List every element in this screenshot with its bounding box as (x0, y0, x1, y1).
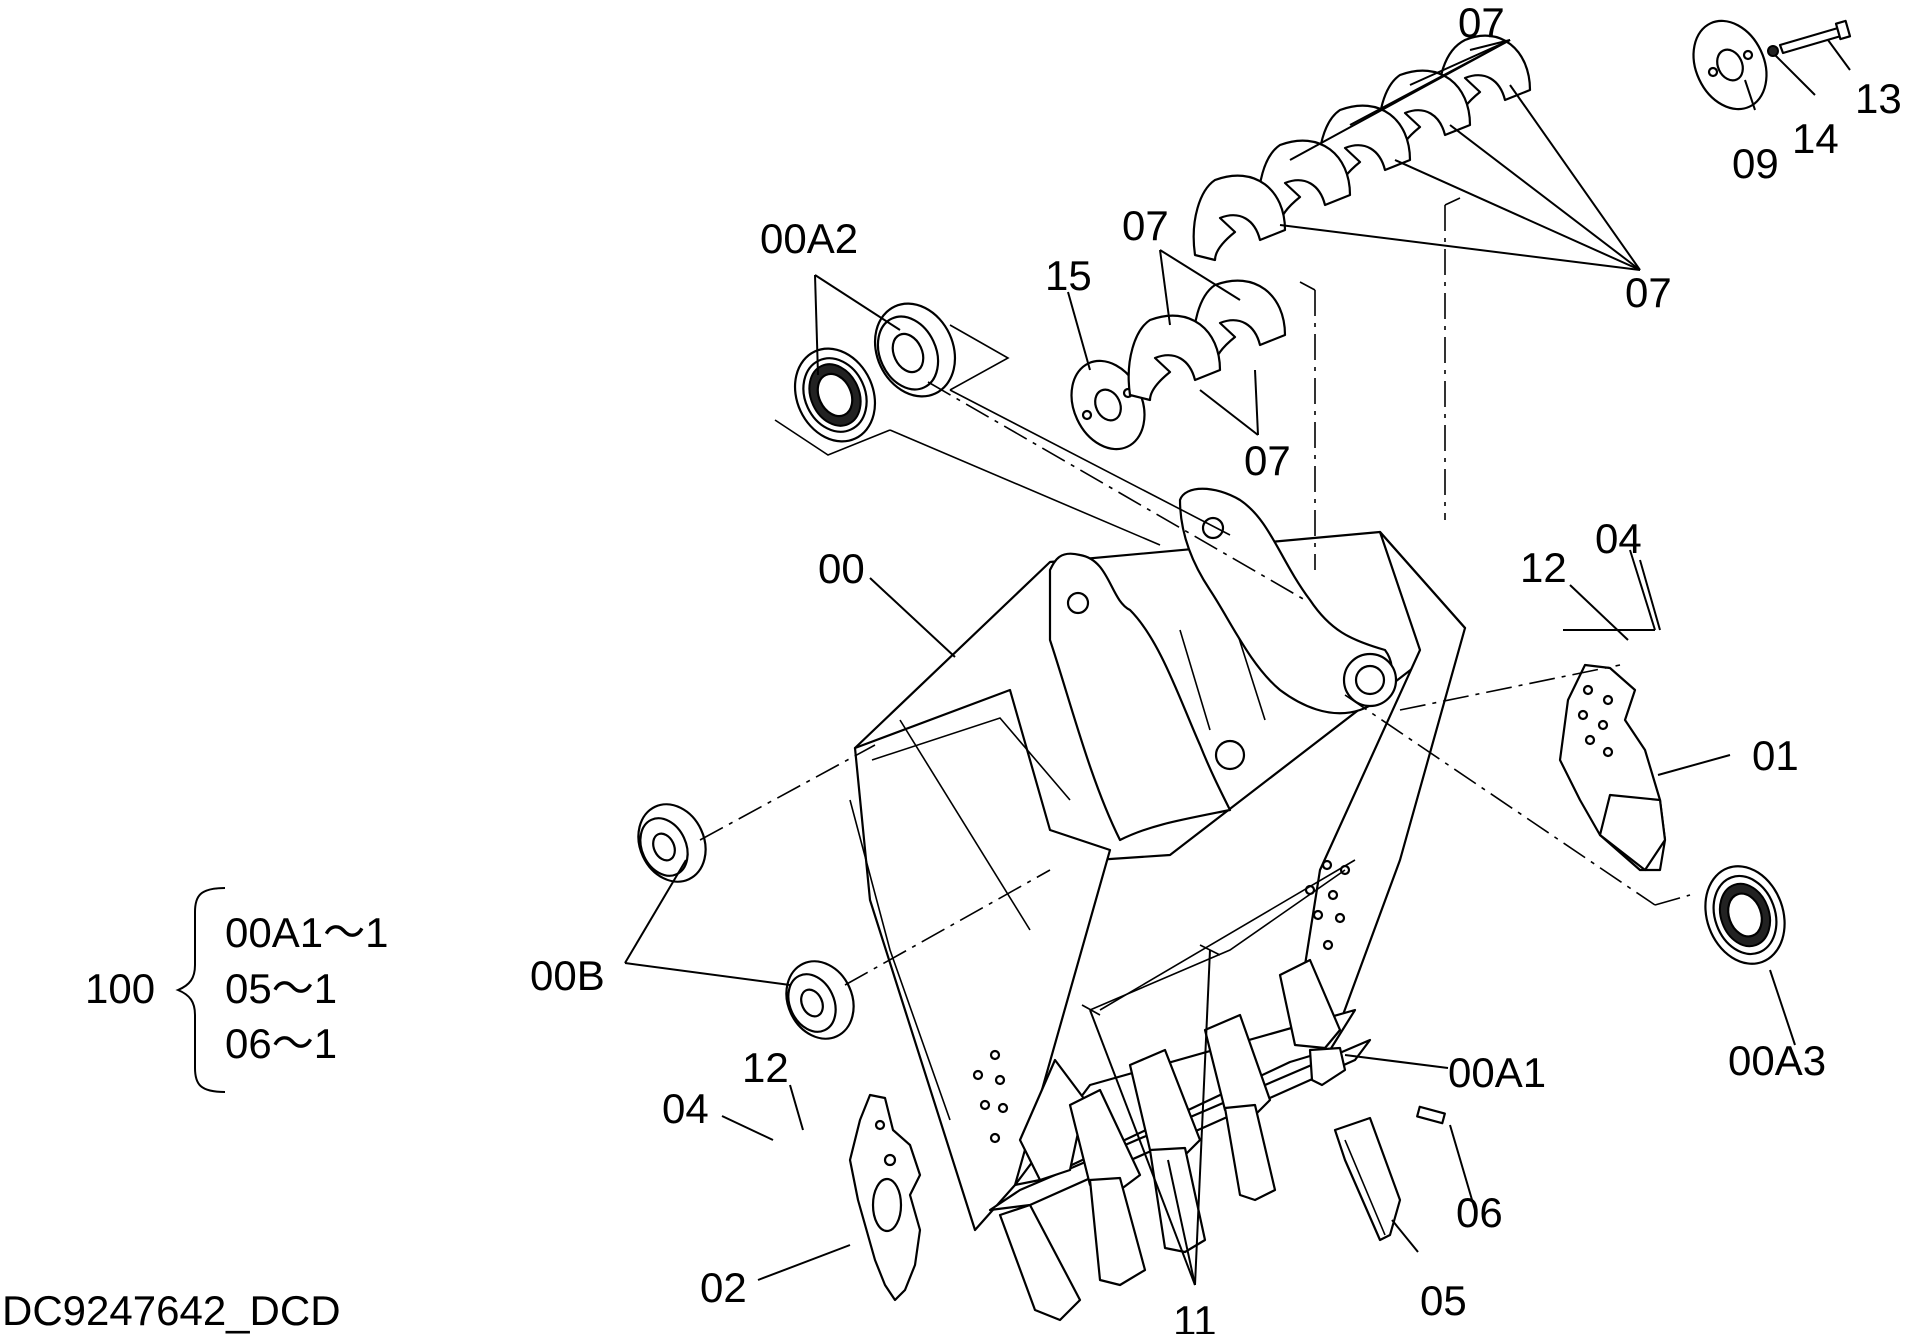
label-07-mid: 07 (1122, 202, 1169, 249)
label-11: 11 (1173, 1297, 1217, 1334)
tooth-1 (998, 1058, 1087, 1322)
assembly-item-1: 00A1～1 (225, 909, 388, 956)
label-00B: 00B (530, 952, 605, 999)
label-14: 14 (1792, 115, 1839, 162)
label-09: 09 (1732, 140, 1779, 187)
shims-07-upper (1192, 34, 1532, 262)
side-cutter-02 (848, 1093, 922, 1302)
washer-14 (1767, 45, 1779, 57)
tooth-5 (1278, 958, 1347, 1087)
assembly-brace (175, 887, 226, 1093)
part-labels: 00 01 02 04 04 05 06 07 07 07 07 09 11 1… (530, 0, 1902, 1334)
label-02: 02 (700, 1264, 747, 1311)
shims-07-lower (1127, 279, 1287, 402)
label-00A1: 00A1 (1448, 1049, 1546, 1096)
seal-00A2-left (793, 347, 877, 443)
label-15: 15 (1045, 252, 1092, 299)
tooth-4 (1203, 1013, 1277, 1202)
label-07-right: 07 (1625, 269, 1672, 316)
label-00: 00 (818, 545, 865, 592)
assembly-item-3: 06～1 (225, 1020, 337, 1067)
leader-lines (624, 39, 1851, 1286)
pin-06 (1416, 1105, 1446, 1125)
label-13: 13 (1855, 75, 1902, 122)
label-07-top: 07 (1458, 0, 1505, 46)
label-12-right: 12 (1520, 544, 1567, 591)
side-cutter-01 (1558, 663, 1667, 872)
group-frames (774, 324, 1231, 546)
bushing-00B-bottom (785, 960, 855, 1040)
center-lines (699, 197, 1691, 1011)
seal-00A2-right (873, 302, 957, 398)
assembly-note: 100 00A1～1 05～1 06～1 (85, 887, 388, 1093)
tooth-2 (1068, 1088, 1147, 1287)
label-12-left: 12 (742, 1044, 789, 1091)
label-04-right: 04 (1595, 515, 1642, 562)
label-04-left: 04 (662, 1085, 709, 1132)
tooth-05-loose (1333, 1116, 1402, 1242)
label-00A2: 00A2 (760, 215, 858, 262)
label-06: 06 (1456, 1189, 1503, 1236)
label-07-lower: 07 (1244, 437, 1291, 484)
drawing-id: DC9247642_DCD (2, 1287, 341, 1334)
side-plate-holes-left (972, 1049, 1009, 1144)
label-05: 05 (1420, 1277, 1467, 1324)
assembly-number: 100 (85, 965, 155, 1012)
label-00A3: 00A3 (1728, 1037, 1826, 1084)
plate-09 (1692, 19, 1768, 111)
bushing-00B-top (637, 803, 707, 883)
seal-00A3 (1704, 865, 1786, 965)
bolt-13 (1778, 19, 1852, 55)
assembly-item-2: 05～1 (225, 965, 337, 1012)
bucket-teeth (998, 958, 1446, 1322)
label-01: 01 (1752, 732, 1799, 779)
